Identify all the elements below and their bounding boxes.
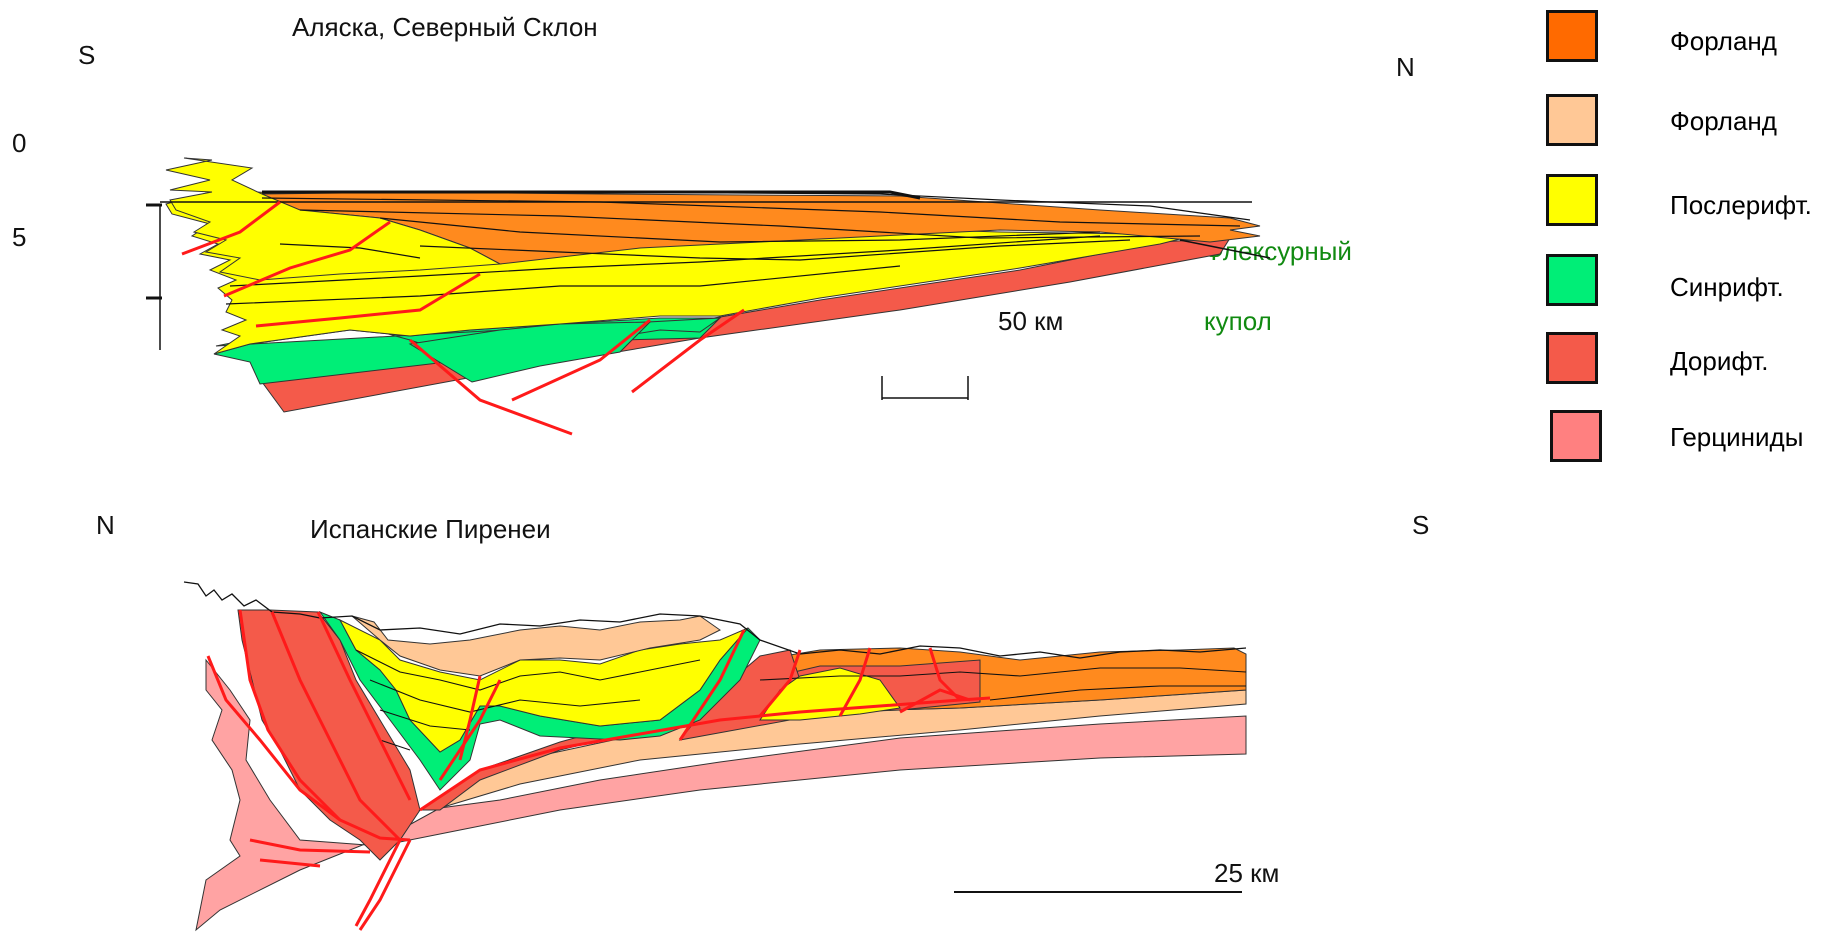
pyrenees-horizon-lines: [355, 649, 1247, 751]
top-scale-bar: [881, 376, 969, 400]
alaska-synrift-block: [408, 321, 652, 383]
alaska-cross-section: [146, 157, 1271, 436]
bottom-scale-label: 25 км: [1214, 858, 1280, 888]
legend-swatch-foreland-1: [1546, 10, 1598, 62]
pyrenees-cross-section: [183, 581, 1247, 932]
legend-label-postrift: Послерифт.: [1670, 190, 1812, 220]
bottom-direction-right: S: [1412, 510, 1430, 540]
top-scale-label: 50 км: [998, 306, 1064, 336]
alaska-surface-line: [262, 190, 921, 200]
legend-swatch-postrift: [1546, 174, 1598, 226]
legend-swatch-synrift: [1546, 254, 1598, 306]
depth-label-5: 5: [12, 222, 27, 252]
pyrenees-faults: [206, 609, 991, 931]
alaska-postrift-wedge-top: [165, 157, 502, 281]
legend-label-synrift: Синрифт.: [1670, 272, 1784, 302]
legend-swatch-prerift: [1546, 332, 1598, 384]
legend-swatch-foreland-2: [1546, 94, 1598, 146]
alaska-horizon-lines: [225, 191, 1251, 305]
legend-label-foreland-1: Форланд: [1670, 26, 1777, 56]
alaska-faults: [181, 200, 745, 436]
top-direction-left: S: [78, 40, 96, 70]
top-direction-right: N: [1396, 52, 1415, 82]
pyrenees-foreland-top-strip: [351, 615, 721, 677]
alaska-tail-line: [1179, 239, 1271, 259]
top-section-title: Аляска, Северный Склон: [292, 12, 598, 42]
legend-label-hercynides: Герциниды: [1670, 422, 1804, 452]
depth-label-0: 0: [12, 128, 27, 158]
pyrenees-postrift-layer: [338, 618, 749, 753]
legend-label-prerift: Дорифт.: [1670, 346, 1769, 376]
bottom-section-title: Испанские Пиренеи: [310, 514, 551, 544]
pyrenees-surface-line: [183, 581, 1247, 659]
flexural-bulge-label-line2: купол: [1204, 306, 1272, 336]
legend-label-foreland-2: Форланд: [1670, 106, 1777, 136]
bottom-direction-left: N: [96, 510, 115, 540]
pyrenees-hercynides-layer: [195, 658, 1247, 932]
legend-swatch-hercynides: [1550, 410, 1602, 462]
